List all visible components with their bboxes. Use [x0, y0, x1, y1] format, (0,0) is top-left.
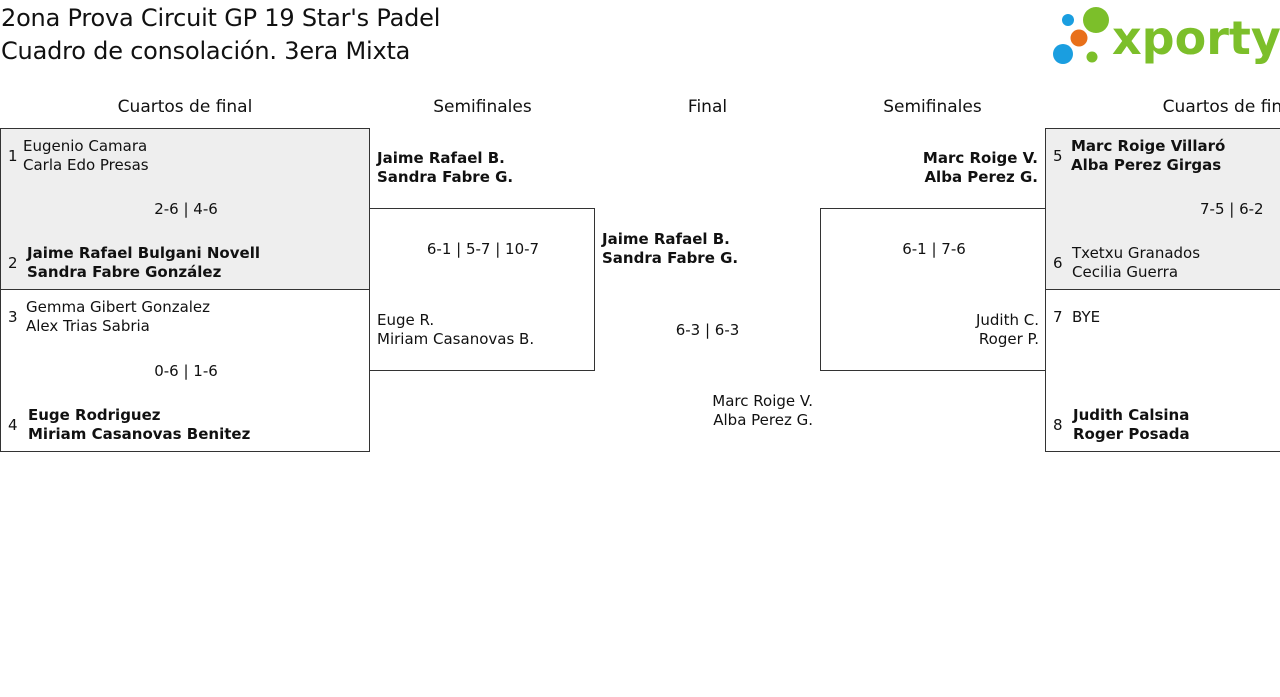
player-name: Miriam Casanovas B. — [377, 330, 535, 348]
match-score: 7-5 | 6-2 — [1200, 200, 1264, 218]
tournament-title: 2ona Prova Circuit GP 19 Star's Padel — [1, 4, 441, 32]
xporty-logo-icon: xporty — [1053, 7, 1280, 65]
seed-number: 3 — [8, 308, 18, 326]
logo-text: xporty — [1112, 11, 1280, 65]
right-sf-team-winner: Marc Roige V. Alba Perez G. — [820, 149, 1038, 187]
match-score: 6-1 | 7-6 — [902, 240, 966, 258]
right-sf-match: 6-1 | 7-6 Judith C. Roger P. — [820, 208, 1046, 371]
left-qf-match-1: 1 Eugenio Camara Carla Edo Presas 2-6 | … — [0, 128, 370, 290]
player-name: Judith C. — [975, 311, 1039, 329]
seed-number: 6 — [1053, 254, 1063, 272]
draw-subtitle: Cuadro de consolación. 3era Mixta — [1, 37, 411, 65]
player-name: Marc Roige V. — [922, 149, 1038, 167]
match-score: 6-1 | 5-7 | 10-7 — [426, 240, 540, 258]
player-name: Alba Perez G. — [924, 168, 1038, 186]
final-team-winner: Jaime Rafael B. Sandra Fabre G. — [602, 230, 738, 268]
player-name: Marc Roige V. — [712, 392, 813, 410]
player-name: Euge R. — [377, 311, 435, 329]
player-name: Miriam Casanovas Benitez — [28, 425, 251, 443]
player-name: Euge Rodriguez — [28, 406, 161, 424]
player-name: Txetxu Granados — [1072, 244, 1201, 262]
seed-number: 7 — [1053, 308, 1063, 326]
team-pair-winner: Judith Calsina Roger Posada — [1073, 406, 1190, 444]
col-head-right-qf: Cuartos de final — [1162, 97, 1280, 117]
xporty-logo[interactable]: xporty — [1050, 4, 1280, 68]
player-name: Sandra Fabre G. — [602, 249, 739, 267]
final-score: 6-3 | 6-3 — [675, 321, 740, 339]
seed-number: 1 — [8, 147, 18, 165]
team-pair-winner: Marc Roige Villaró Alba Perez Girgas — [1071, 137, 1225, 175]
player-name: Alba Perez G. — [713, 411, 813, 429]
seed-number: 5 — [1053, 147, 1063, 165]
player-name: Carla Edo Presas — [23, 156, 149, 174]
player-name: Sandra Fabre González — [27, 263, 222, 281]
team-pair-winner: Euge Rodriguez Miriam Casanovas Benitez — [28, 406, 250, 444]
left-qf-match-2: 3 Gemma Gibert Gonzalez Alex Trias Sabri… — [0, 289, 370, 452]
player-name: Jaime Rafael Bulgani Novell — [27, 244, 260, 262]
team-pair: Eugenio Camara Carla Edo Presas — [23, 137, 149, 175]
team-pair: Judith C. Roger P. — [821, 311, 1039, 349]
player-name: Sandra Fabre G. — [377, 168, 514, 186]
player-name: Judith Calsina — [1073, 406, 1190, 424]
player-name: Alex Trias Sabria — [26, 317, 150, 335]
col-head-final: Final — [687, 97, 728, 117]
col-head-left-sf: Semifinales — [433, 97, 532, 117]
player-name: Marc Roige Villaró — [1071, 137, 1226, 155]
right-qf-match-2: 7 BYE 8 Judith Calsina Roger Posada — [1045, 289, 1280, 452]
player-name: Alba Perez Girgas — [1071, 156, 1222, 174]
match-score: 2-6 | 4-6 — [154, 200, 218, 218]
seed-number: 8 — [1053, 416, 1063, 434]
col-head-right-sf: Semifinales — [883, 97, 982, 117]
col-head-left-qf: Cuartos de final — [117, 97, 253, 117]
team-pair: Txetxu Granados Cecilia Guerra — [1072, 244, 1200, 282]
player-name: Cecilia Guerra — [1072, 263, 1179, 281]
team-bye: BYE — [1072, 308, 1100, 327]
player-name: Gemma Gibert Gonzalez — [26, 298, 211, 316]
team-pair: Euge R. Miriam Casanovas B. — [377, 311, 534, 349]
match-score: 0-6 | 1-6 — [154, 362, 218, 380]
right-qf-clip: 5 Marc Roige Villaró Alba Perez Girgas 7… — [1045, 128, 1280, 452]
team-pair: Gemma Gibert Gonzalez Alex Trias Sabria — [26, 298, 210, 336]
team-pair-winner: Jaime Rafael Bulgani Novell Sandra Fabre… — [27, 244, 260, 282]
final-team-runner-up: Marc Roige V. Alba Perez G. — [595, 392, 813, 430]
player-name: Jaime Rafael B. — [377, 149, 505, 167]
left-sf-match: 6-1 | 5-7 | 10-7 Euge R. Miriam Casanova… — [369, 208, 595, 371]
player-name: Roger P. — [978, 330, 1039, 348]
seed-number: 2 — [8, 254, 18, 272]
left-sf-team-winner: Jaime Rafael B. Sandra Fabre G. — [377, 149, 513, 187]
player-name: Jaime Rafael B. — [602, 230, 730, 248]
player-name: Roger Posada — [1073, 425, 1190, 443]
player-name: Eugenio Camara — [23, 137, 148, 155]
player-name: BYE — [1072, 308, 1101, 326]
right-qf-match-1: 5 Marc Roige Villaró Alba Perez Girgas 7… — [1045, 128, 1280, 290]
seed-number: 4 — [8, 416, 18, 434]
